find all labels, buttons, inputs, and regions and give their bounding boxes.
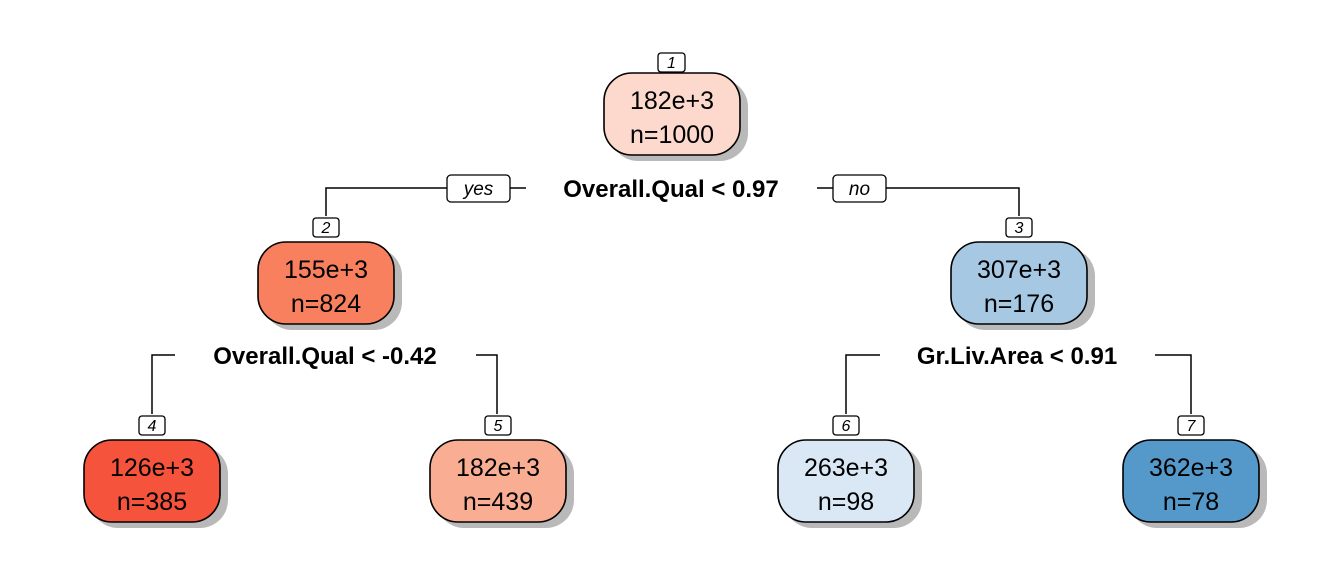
node-value: 126e+3 <box>110 454 194 482</box>
no-tag: no <box>832 174 887 203</box>
node-id-label: 3 <box>1015 220 1024 237</box>
node-value: 155e+3 <box>284 256 368 284</box>
node-id-tag <box>484 415 512 436</box>
node-id-label: 4 <box>148 418 157 435</box>
branch-3-left <box>845 354 880 414</box>
tree-node-3: 3 307e+3 n=176 <box>950 217 1095 330</box>
node-box <box>83 439 221 523</box>
node-id-label: 2 <box>321 220 331 237</box>
split-label-2: Overall.Qual < -0.42 <box>213 343 436 370</box>
branch-1-right <box>886 187 1020 216</box>
node-id-label: 1 <box>667 55 676 72</box>
node-value: 182e+3 <box>630 87 714 115</box>
branch-1-left <box>325 187 447 216</box>
node-id-label: 7 <box>1187 418 1197 435</box>
node-id-label: 5 <box>494 418 503 435</box>
node-box <box>429 439 567 523</box>
split-label-1: Overall.Qual < 0.97 <box>563 176 778 203</box>
node-box <box>603 72 741 156</box>
node-id-tag <box>1177 415 1205 436</box>
tree-node-5: 5 182e+3 n=439 <box>429 415 574 528</box>
node-value: 182e+3 <box>456 454 540 482</box>
branch-2-right <box>476 354 498 414</box>
node-id-tag <box>138 415 166 436</box>
branch-2-left <box>151 354 175 414</box>
yes-tag: yes <box>446 174 511 203</box>
tree-node-6: 6 263e+3 n=98 <box>777 415 922 528</box>
node-count: n=176 <box>984 290 1054 318</box>
no-label: no <box>849 179 870 200</box>
branch-3-right <box>1155 354 1192 414</box>
node-count: n=385 <box>117 488 187 516</box>
node-id-tag <box>1005 217 1033 238</box>
node-count: n=98 <box>818 488 874 516</box>
node-id-tag <box>312 217 340 238</box>
node-count: n=439 <box>463 488 533 516</box>
node-id-tag <box>657 52 686 73</box>
tree-node-4: 4 126e+3 n=385 <box>83 415 228 528</box>
node-count: n=824 <box>291 290 361 318</box>
node-value: 307e+3 <box>977 256 1061 284</box>
node-id-label: 6 <box>842 418 851 435</box>
node-count: n=78 <box>1163 488 1219 516</box>
branch-lines <box>151 187 1192 414</box>
tree-node-1: 1 182e+3 n=1000 <box>603 52 748 161</box>
tree-node-7: 7 362e+3 n=78 <box>1122 415 1267 528</box>
split-label-3: Gr.Liv.Area < 0.91 <box>917 343 1117 370</box>
node-box <box>777 439 915 523</box>
node-value: 263e+3 <box>804 454 888 482</box>
node-box <box>950 241 1088 325</box>
node-box <box>1122 439 1260 523</box>
node-value: 362e+3 <box>1149 454 1233 482</box>
node-id-tag <box>832 415 860 436</box>
tree-node-2: 2 155e+3 n=824 <box>257 217 402 330</box>
node-box <box>257 241 395 325</box>
node-count: n=1000 <box>630 121 714 149</box>
yes-label: yes <box>462 179 494 200</box>
